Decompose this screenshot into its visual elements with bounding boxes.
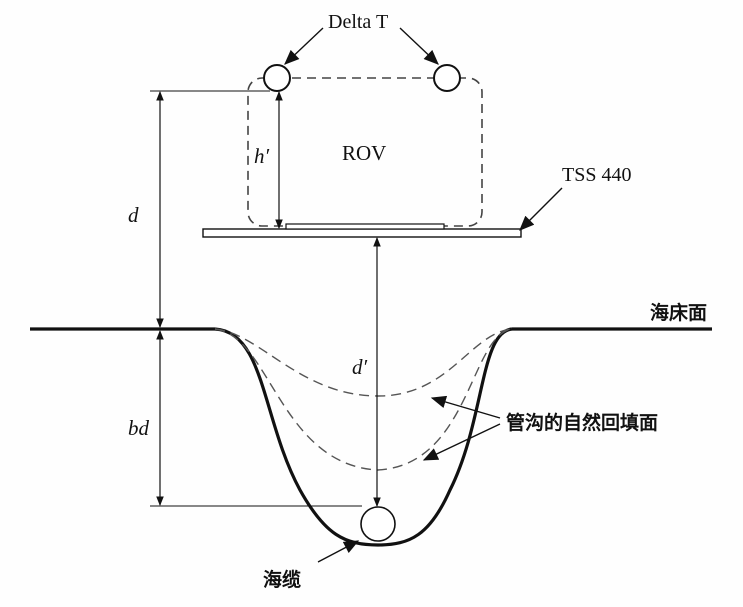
cable-leader — [317, 540, 360, 563]
dimension-d-prime-label: d′ — [352, 355, 368, 379]
tss440-plate-top — [285, 223, 445, 230]
delta-t-label: Delta T — [328, 11, 388, 33]
tss440-label: TSS 440 — [562, 164, 631, 186]
tss440-plate-base — [202, 228, 522, 238]
tss440-leader — [519, 187, 563, 231]
delta-t-leader-left — [284, 27, 324, 65]
backfill-leader-lower — [422, 423, 501, 461]
trench-profile — [214, 327, 513, 547]
seabed-label: 海床面 — [650, 301, 707, 324]
dimension-d-label: d — [128, 203, 139, 227]
delta-t-leader-right — [399, 27, 439, 65]
rov-label: ROV — [342, 141, 386, 165]
dimension-bd-label: bd — [128, 416, 150, 440]
subsea-cable — [360, 506, 396, 542]
delta-t-sensor-left — [263, 64, 291, 92]
backfill-label: 管沟的自然回填面 — [506, 411, 658, 434]
cable-label: 海缆 — [263, 568, 301, 591]
delta-t-sensor-right — [433, 64, 461, 92]
dimension-h-prime-label: h′ — [254, 144, 270, 168]
backfill-leader-upper — [430, 395, 501, 419]
